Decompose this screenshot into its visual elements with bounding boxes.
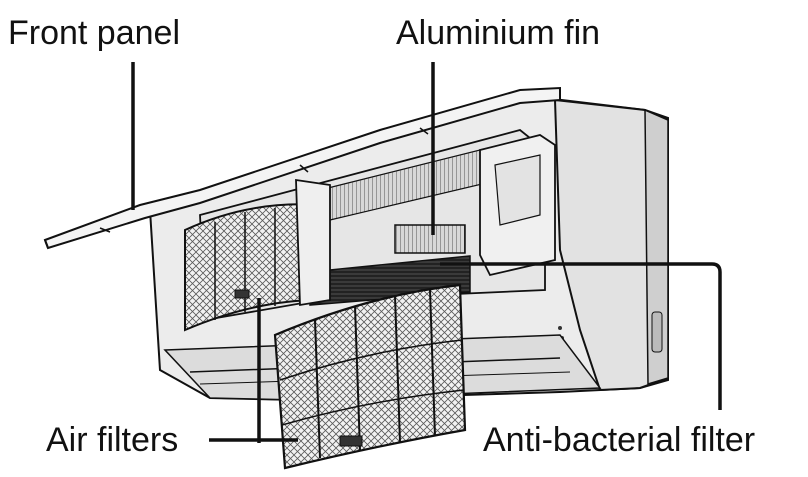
leader-air-filters [209, 298, 262, 443]
air-filters-label: Air filters [46, 421, 179, 459]
aluminium-fin-label: Aluminium fin [396, 14, 601, 52]
air-filter-front [273, 283, 467, 470]
leader-lines [131, 62, 722, 443]
air-filter-left [184, 203, 321, 332]
panel-stay [295, 134, 556, 307]
anti-bacterial-filter-label: Anti-bacterial filter [483, 421, 756, 459]
leader-anti-bacterial [440, 262, 722, 410]
front-panel-label: Front panel [8, 14, 180, 52]
